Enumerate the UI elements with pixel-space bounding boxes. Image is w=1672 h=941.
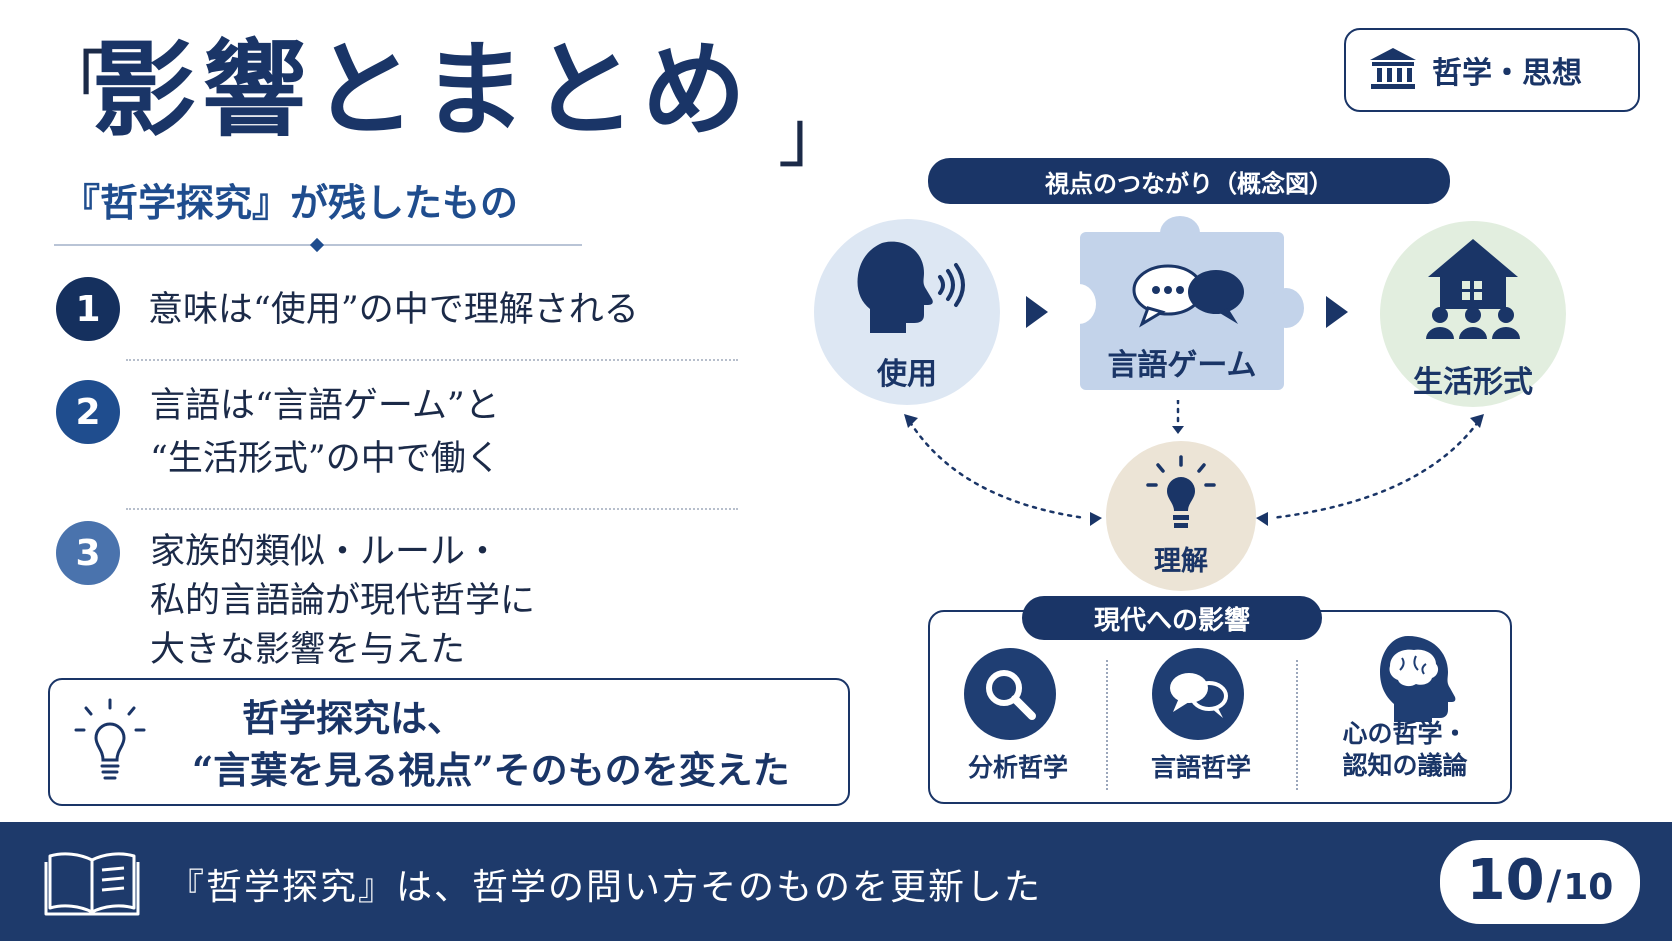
point-3-line-2: 私的言語論が現代哲学に (150, 581, 536, 621)
classical-building-icon (1368, 46, 1418, 94)
category-badge: 哲学・思想 (1344, 28, 1640, 112)
node-use: 使用 (814, 219, 1000, 405)
category-label: 哲学・思想 (1432, 56, 1582, 91)
point-number-3: 3 (56, 521, 120, 585)
callout-line-1: 哲学探究は、 (242, 696, 464, 740)
influence-box: 分析哲学 言語哲学 心の哲学・ 認知の議論 (928, 610, 1512, 804)
speech-bubbles-icon (1128, 262, 1248, 336)
influence-divider-2 (1296, 660, 1298, 790)
house-people-icon (1418, 235, 1528, 349)
node-understanding-label: 理解 (1154, 546, 1208, 577)
puzzle-tab-top (1160, 216, 1200, 250)
page-total: 10 (1563, 867, 1614, 908)
point-3-text: 家族的類似・ルール・ 私的言語論が現代哲学に 大きな影響を与えた (150, 528, 535, 675)
point-2-line-2: “生活形式”の中で働く (150, 439, 501, 479)
point-number-1: 1 (56, 277, 120, 341)
magnifier-icon (964, 648, 1056, 740)
point-divider-2 (126, 508, 738, 510)
page-title: 影響とまとめ (92, 28, 753, 151)
divider-diamond (309, 237, 325, 253)
footer-message: 『哲学探究』は、哲学の問い方そのものを更新した (168, 867, 1043, 908)
chat-bubbles-icon (1152, 648, 1244, 740)
page-separator: / (1546, 863, 1562, 909)
subtitle: 『哲学探究』が残したもの (62, 180, 519, 225)
influence-item-3-line-2: 認知の議論 (1342, 751, 1468, 780)
open-book-icon (44, 850, 140, 920)
title-close-bracket: 」 (778, 95, 848, 177)
callout-line-2: “言葉を見る視点”そのものを変えた (192, 748, 790, 792)
point-1-text: 意味は“使用”の中で理解される (148, 290, 639, 330)
callout-text: 哲学探究は、 “言葉を見る視点”そのものを変えた (192, 692, 790, 796)
point-divider-1 (126, 359, 738, 361)
influence-item-3-line-1: 心の哲学・ (1342, 719, 1468, 748)
puzzle-tab-right (1268, 288, 1304, 328)
page-indicator: 10 / 10 (1440, 840, 1640, 924)
footer-bar: 『哲学探究』は、哲学の問い方そのものを更新した 10 / 10 (0, 822, 1672, 941)
node-life-form: 生活形式 (1380, 221, 1566, 407)
node-language-game-label: 言語ゲーム (1107, 348, 1257, 383)
arrow-use-to-game (1026, 296, 1048, 328)
node-language-game: 言語ゲーム (1062, 216, 1304, 390)
arrow-game-to-life (1326, 296, 1348, 328)
node-understanding: 理解 (1106, 441, 1256, 591)
speaking-head-icon (852, 237, 972, 341)
lightbulb-icon (72, 698, 148, 792)
page-current: 10 (1466, 848, 1545, 913)
diagram-header: 視点のつながり（概念図） (928, 158, 1450, 204)
puzzle-notch-left (1062, 284, 1096, 324)
node-life-form-label: 生活形式 (1413, 365, 1533, 400)
point-2-text: 言語は“言語ゲーム”と “生活形式”の中で働く (150, 382, 501, 484)
lightbulb-icon (1142, 455, 1220, 539)
conclusion-callout: 哲学探究は、 “言葉を見る視点”そのものを変えた (48, 678, 850, 806)
point-number-2: 2 (56, 380, 120, 444)
influence-header: 現代への影響 (1022, 596, 1322, 640)
node-use-label: 使用 (877, 357, 937, 392)
point-2-line-1: 言語は“言語ゲーム”と (150, 386, 500, 426)
influence-divider-1 (1106, 660, 1108, 790)
influence-item-3-label: 心の哲学・ 認知の議論 (1296, 718, 1514, 782)
point-3-line-1: 家族的類似・ルール・ (150, 532, 501, 572)
influence-item-2-label: 言語哲学 (1150, 753, 1251, 782)
brain-head-icon (1368, 632, 1458, 726)
title-open-bracket: 「 (38, 43, 108, 125)
diagram-connectors (904, 400, 1484, 526)
influence-item-1-label: 分析哲学 (967, 753, 1068, 782)
point-3-line-3: 大きな影響を与えた (150, 630, 466, 670)
